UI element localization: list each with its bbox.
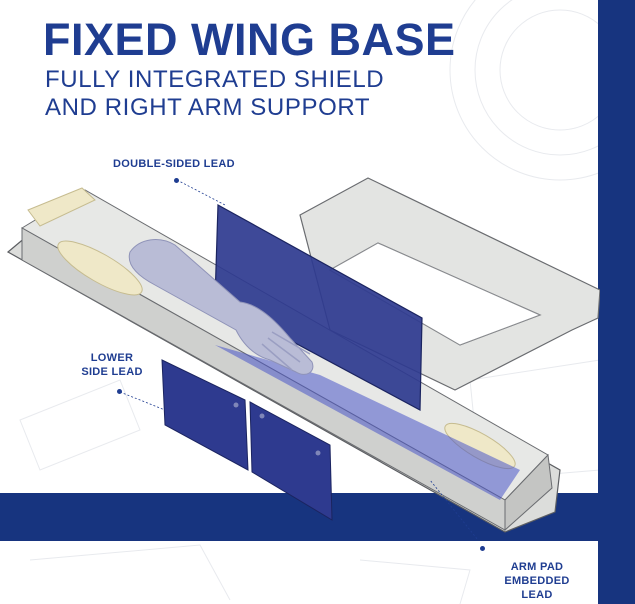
arm-pad-line-3: LEAD <box>521 589 553 601</box>
callout-dot-lower-side <box>117 389 122 394</box>
lower-side-line-2: SIDE LEAD <box>81 366 143 378</box>
callout-arm-pad-embedded-lead: ARM PAD EMBEDDED LEAD <box>497 560 577 602</box>
page-title: FIXED WING BASE <box>43 14 456 65</box>
page-subtitle: FULLY INTEGRATED SHIELD AND RIGHT ARM SU… <box>45 66 384 122</box>
lower-side-lead-panel-2 <box>249 401 333 521</box>
lower-side-line-1: LOWER <box>90 352 134 364</box>
callout-dot-arm-pad <box>480 546 485 551</box>
callout-lower-side-lead: LOWER SIDE LEAD <box>70 351 154 379</box>
fixed-wing-base-illustration <box>6 177 600 540</box>
callout-dot-double-sided <box>174 178 179 183</box>
elbow-pad <box>57 240 143 296</box>
end-pad <box>27 187 96 227</box>
arm-pad-line-2: EMBEDDED <box>504 575 570 587</box>
callout-double-sided-lead: DOUBLE-SIDED LEAD <box>113 158 235 170</box>
arm-model <box>128 239 314 375</box>
subtitle-line-2: AND RIGHT ARM SUPPORT <box>45 94 371 121</box>
lower-side-lead-panel-1 <box>161 359 249 471</box>
subtitle-line-1: FULLY INTEGRATED SHIELD <box>45 66 385 93</box>
embedded-lead <box>215 345 520 500</box>
arm-pad-line-1: ARM PAD <box>510 561 564 573</box>
double-sided-lead-shield <box>214 203 423 411</box>
